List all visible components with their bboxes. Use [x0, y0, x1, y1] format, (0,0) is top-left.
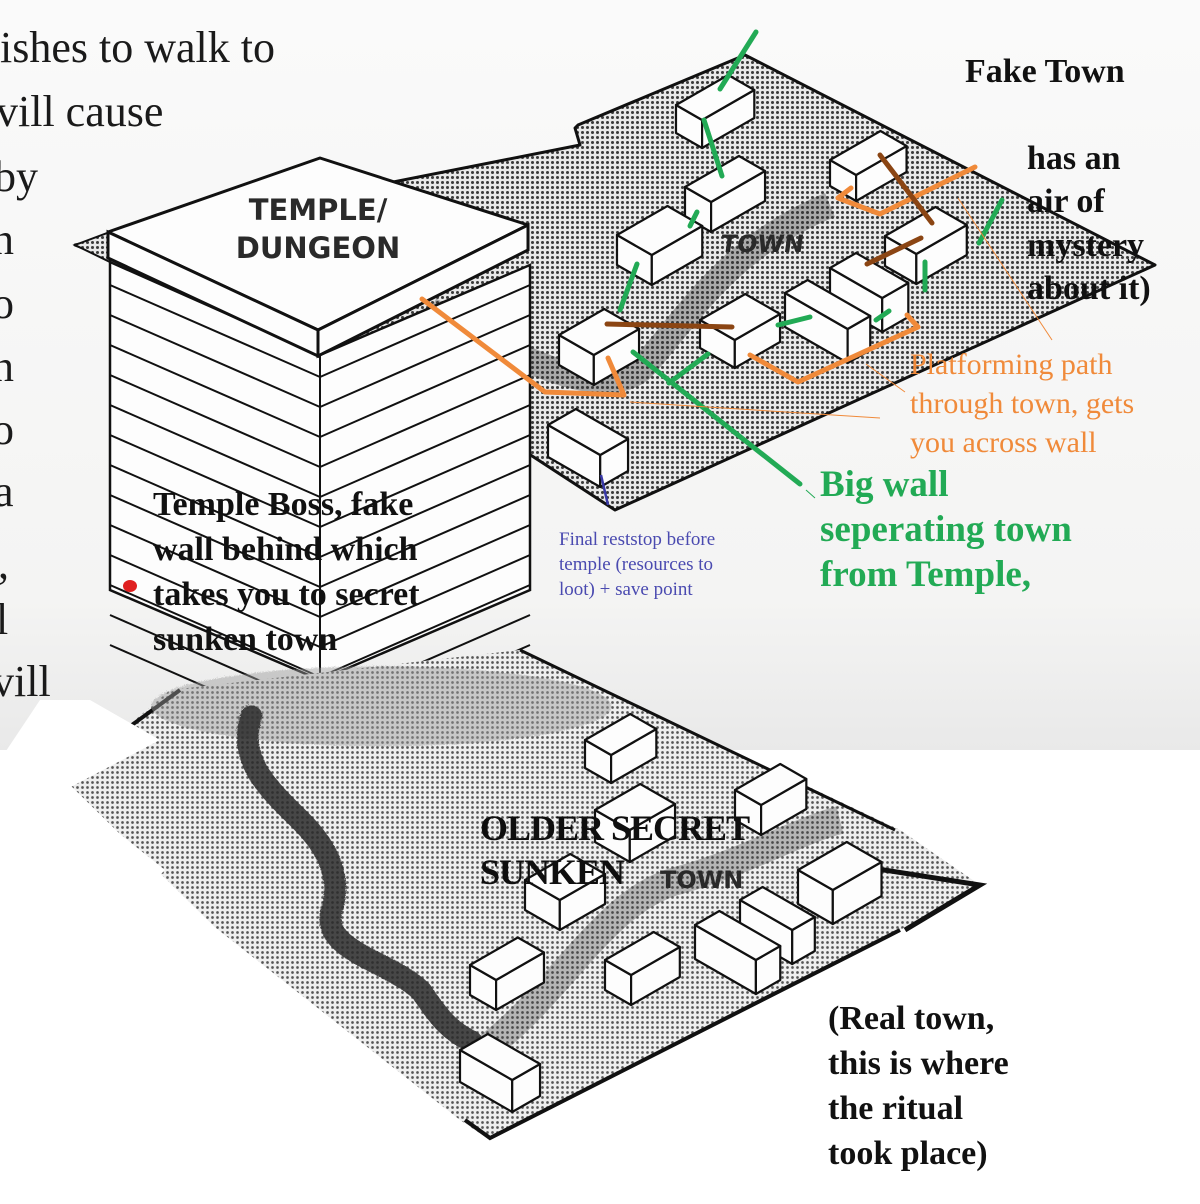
- book-text-line: n: [0, 215, 14, 264]
- building-block: [583, 712, 658, 785]
- tower-stripe: [319, 344, 531, 438]
- annotation-leader-lines: [629, 197, 1053, 499]
- book-text-line: vill cause: [0, 87, 164, 136]
- sunken-winding-path: [235, 704, 481, 1051]
- tower-stripe: [109, 464, 321, 558]
- temple-label-line1: TEMPLE/: [249, 193, 388, 227]
- temple-label-line2: DUNGEON: [236, 231, 400, 265]
- annotation-real-town: (Real town, this is where the ritual too…: [828, 1000, 1009, 1172]
- building-block: [615, 204, 704, 287]
- annotation-temple-boss: Temple Boss, fake wall behind which take…: [153, 486, 420, 658]
- building-block: [783, 278, 872, 365]
- annotation-fake-town-body: has an air of mystery about it): [1027, 139, 1151, 308]
- tower-base-fog: [150, 665, 610, 745]
- pasted-mask: [0, 700, 460, 1204]
- tower-stripe: [109, 404, 321, 498]
- building-block: [458, 1032, 542, 1114]
- tower-stripe: [109, 524, 321, 618]
- tower-stripe: [319, 434, 531, 528]
- book-text-line: a: [0, 467, 14, 516]
- tower-stripe: [319, 464, 531, 558]
- book-text-line: o: [0, 279, 14, 328]
- lower-plateau-edge-top: [519, 648, 896, 832]
- lower-street-shadow: [462, 806, 844, 1072]
- building-block: [603, 930, 681, 1007]
- book-text-line: n: [0, 342, 14, 391]
- annotation-final-reststop: Final reststop before temple (resources …: [559, 529, 716, 600]
- lower-plateau-edge-bottom: [463, 928, 901, 1141]
- book-text-line: ,: [0, 542, 9, 586]
- annotation-platforming-path: Platforming path through town, gets you …: [910, 348, 1135, 459]
- building-block: [796, 840, 883, 926]
- tower-stripe: [319, 284, 531, 378]
- building-block: [593, 782, 677, 864]
- big-wall-lines: [617, 29, 1005, 487]
- crossing-lines: [604, 152, 935, 330]
- plateau-left-ledge: [72, 230, 111, 264]
- reststop-pointer: [599, 474, 610, 506]
- temple-roof: TEMPLE/ DUNGEON: [106, 156, 530, 359]
- tower-stripe: [319, 374, 531, 468]
- lower-town-buildings: [458, 712, 883, 1114]
- annotation-big-wall: Big wall seperating town from Temple,: [820, 464, 1072, 595]
- book-text-line: l: [0, 595, 9, 644]
- upper-town-label: TOWN: [719, 230, 806, 258]
- platforming-path-lines: [419, 164, 978, 398]
- annotation-older-secret-town: OLDER SECRET SUNKEN: [480, 808, 750, 892]
- building-block: [674, 73, 756, 150]
- tower-stripe: [319, 404, 531, 498]
- tower-stripe: [319, 584, 531, 678]
- building-block: [693, 909, 782, 996]
- book-text-line: vill: [0, 657, 51, 706]
- building-block: [683, 154, 767, 234]
- boss-marker-dot: [123, 580, 137, 592]
- annotation-fake-town-title: Fake Town: [965, 52, 1125, 90]
- annotation-fake-town: Fake Town has an air of mystery about it…: [965, 6, 1151, 354]
- tower-stripe: [109, 284, 321, 378]
- tower-stripe: [109, 494, 321, 588]
- tower-stripe: [109, 344, 321, 438]
- building-block: [698, 292, 782, 370]
- book-text-line: o: [0, 405, 14, 454]
- book-text-line: by: [0, 152, 38, 201]
- lower-town-label: TOWN: [660, 866, 743, 894]
- tower-stripe: [109, 554, 321, 648]
- building-block: [733, 762, 808, 837]
- building-block: [468, 936, 546, 1012]
- tower-stripe: [319, 524, 531, 618]
- building-block: [523, 852, 607, 932]
- tower-stripe: [319, 494, 531, 588]
- book-text-line: ishes to walk to: [0, 23, 275, 72]
- tower-stripe: [109, 374, 321, 468]
- tower-stripe: [109, 434, 321, 528]
- tower-stripe: [319, 554, 531, 648]
- tower-stripe: [319, 314, 531, 408]
- lower-plateau: [65, 650, 980, 1140]
- tower-stripe: [109, 314, 321, 408]
- tower-stripe: [109, 584, 321, 678]
